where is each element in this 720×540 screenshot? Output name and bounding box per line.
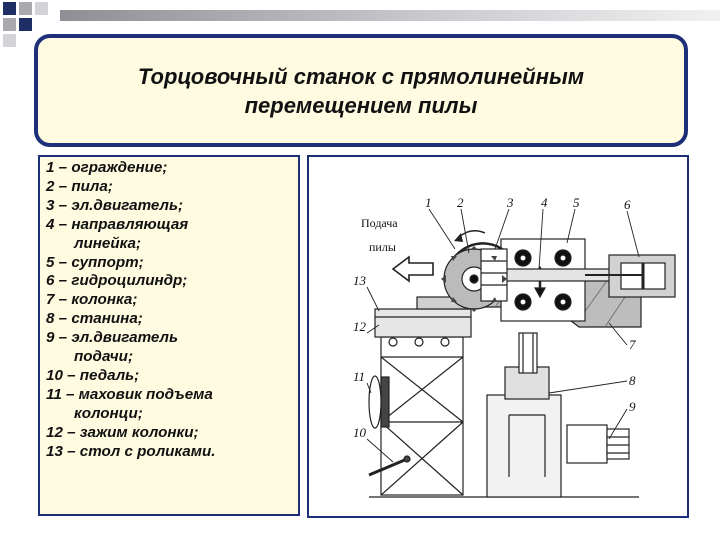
slide-title-line-2: перемещением пилы [244, 92, 478, 118]
parts-legend: 1 – ограждение; 2 – пила; 3 – эл.двигате… [38, 155, 300, 516]
decor-square-navy [19, 18, 32, 31]
part-number-7: 7 [629, 337, 636, 352]
part-number-4: 4 [541, 195, 548, 210]
part-number-6: 6 [624, 197, 631, 212]
part-number-12: 12 [353, 319, 367, 334]
part-number-9: 9 [629, 399, 636, 414]
decor-square-navy [3, 2, 16, 15]
legend-item: 12 – зажим колонки; [46, 423, 199, 441]
legend-item: 2 – пила; [46, 177, 113, 195]
slide-title-line-1: Торцовочный станок с прямолинейным [137, 63, 585, 89]
part-number-1: 1 [425, 195, 432, 210]
legend-item: 10 – педаль; [46, 366, 140, 384]
feed-label-line-2: пилы [369, 240, 396, 254]
part-number-11: 11 [353, 369, 365, 384]
decor-top-bar [60, 10, 720, 21]
decor-square-light [3, 34, 16, 47]
legend-item: 7 – колонка; [46, 291, 138, 309]
part-number-13: 13 [353, 273, 367, 288]
legend-item: 8 – станина; [46, 310, 143, 328]
machine-diagram: Подача пилы 1 2 3 4 5 6 7 8 9 10 11 12 1… [307, 155, 689, 518]
part-number-3: 3 [506, 195, 514, 210]
legend-item: 1 – ограждение; [46, 159, 168, 176]
part-number-8: 8 [629, 373, 636, 388]
legend-item: 6 – гидроцилиндр; [46, 272, 188, 290]
decor-square-light [35, 2, 48, 15]
part-number-10: 10 [353, 425, 367, 440]
slide-title-box: Торцовочный станок с прямолинейным перем… [34, 34, 688, 147]
legend-item: 13 – стол с роликами. [46, 442, 216, 460]
decor-square-grey [19, 2, 32, 15]
part-number-2: 2 [457, 195, 464, 210]
decor-square-grey [3, 18, 16, 31]
feed-label-line-1: Подача [361, 216, 398, 230]
legend-item: 5 – суппорт; [46, 253, 144, 271]
machine-drawing: Подача пилы 1 2 3 4 5 6 7 8 9 10 11 12 1… [353, 195, 676, 498]
legend-item: 3 – эл.двигатель; [46, 196, 184, 214]
part-number-5: 5 [573, 195, 580, 210]
